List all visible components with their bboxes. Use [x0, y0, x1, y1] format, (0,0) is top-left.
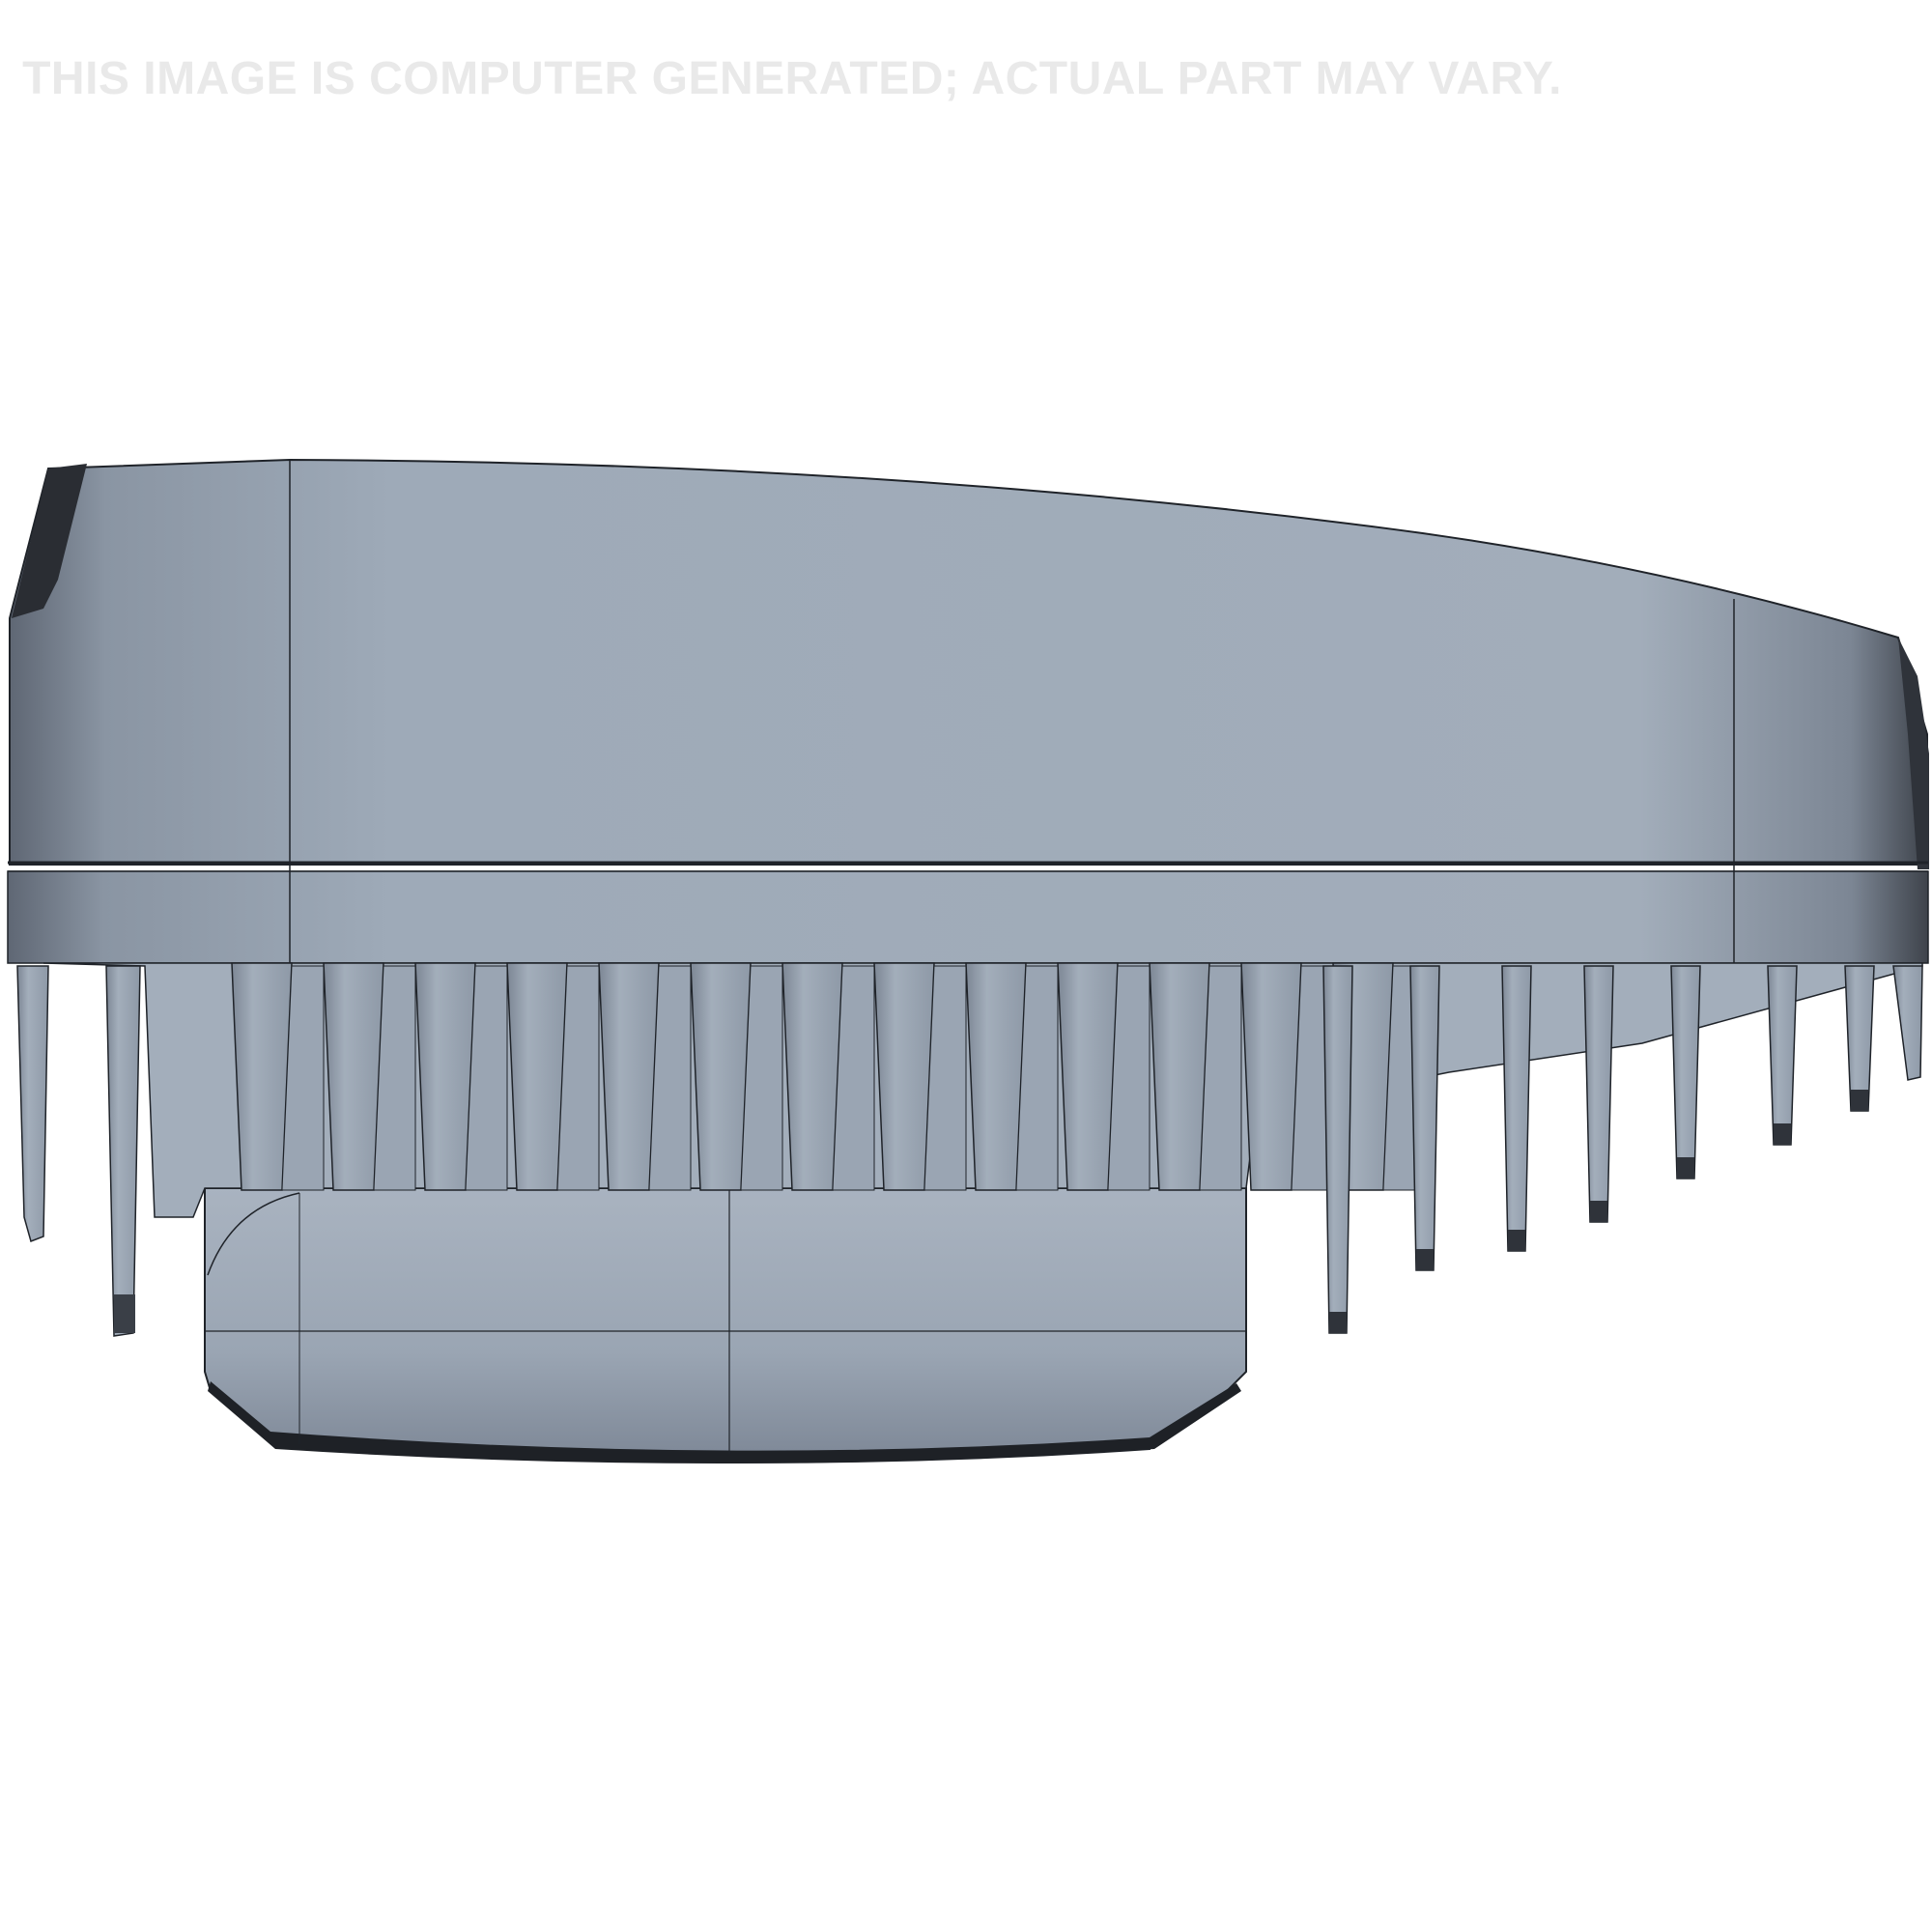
fin-right — [1501, 965, 1532, 1252]
fin-tip — [1677, 1157, 1694, 1179]
fin-gap — [556, 965, 600, 1191]
fin-center — [506, 962, 568, 1191]
fin-right — [1844, 965, 1875, 1112]
left-fin-inner — [105, 965, 141, 1337]
fin-center — [1240, 962, 1302, 1191]
fin-gap — [832, 965, 875, 1191]
upper-body — [9, 458, 1928, 866]
fin-right — [1767, 965, 1798, 1146]
fin-right — [1322, 965, 1353, 1334]
fin-right — [1409, 965, 1440, 1271]
fin-tip — [1774, 1123, 1791, 1145]
fin-gap — [740, 965, 783, 1191]
fin-tip — [1590, 1201, 1607, 1222]
fin-center — [598, 962, 660, 1191]
fin-gap — [1199, 965, 1242, 1191]
fin-center — [323, 962, 384, 1191]
lower-housing — [204, 1187, 1247, 1463]
fin-center — [1057, 962, 1119, 1191]
fin-tip — [1416, 1249, 1434, 1270]
fin-tip — [1329, 1312, 1347, 1333]
fin-tip — [1851, 1090, 1868, 1111]
fin-gap — [373, 965, 416, 1191]
fin-center — [781, 962, 843, 1191]
fin-right — [1670, 965, 1701, 1179]
left-fin-outer — [16, 965, 49, 1242]
right-edge-dark — [1898, 638, 1929, 869]
fin-gap — [648, 965, 692, 1191]
fin-center — [965, 962, 1027, 1191]
fin-center — [231, 962, 293, 1191]
fin-gap — [1015, 965, 1059, 1191]
fin-gap — [281, 965, 325, 1191]
left-edge-dark — [12, 464, 87, 618]
disclaimer-watermark: THIS IMAGE IS COMPUTER GENERATED; ACTUAL… — [22, 53, 1562, 104]
right-fin-outer — [1892, 965, 1923, 1081]
fin-center — [414, 962, 476, 1191]
fin-gap — [1107, 965, 1151, 1191]
fin-center — [873, 962, 935, 1191]
fin-right — [1583, 965, 1614, 1223]
fin-center — [690, 962, 752, 1191]
fin-tip — [1508, 1230, 1525, 1251]
fin-center — [1149, 962, 1210, 1191]
fin-gap — [465, 965, 508, 1191]
heatsink-fins — [231, 962, 1875, 1334]
middle-band — [7, 870, 1929, 964]
fin-gap — [923, 965, 967, 1191]
